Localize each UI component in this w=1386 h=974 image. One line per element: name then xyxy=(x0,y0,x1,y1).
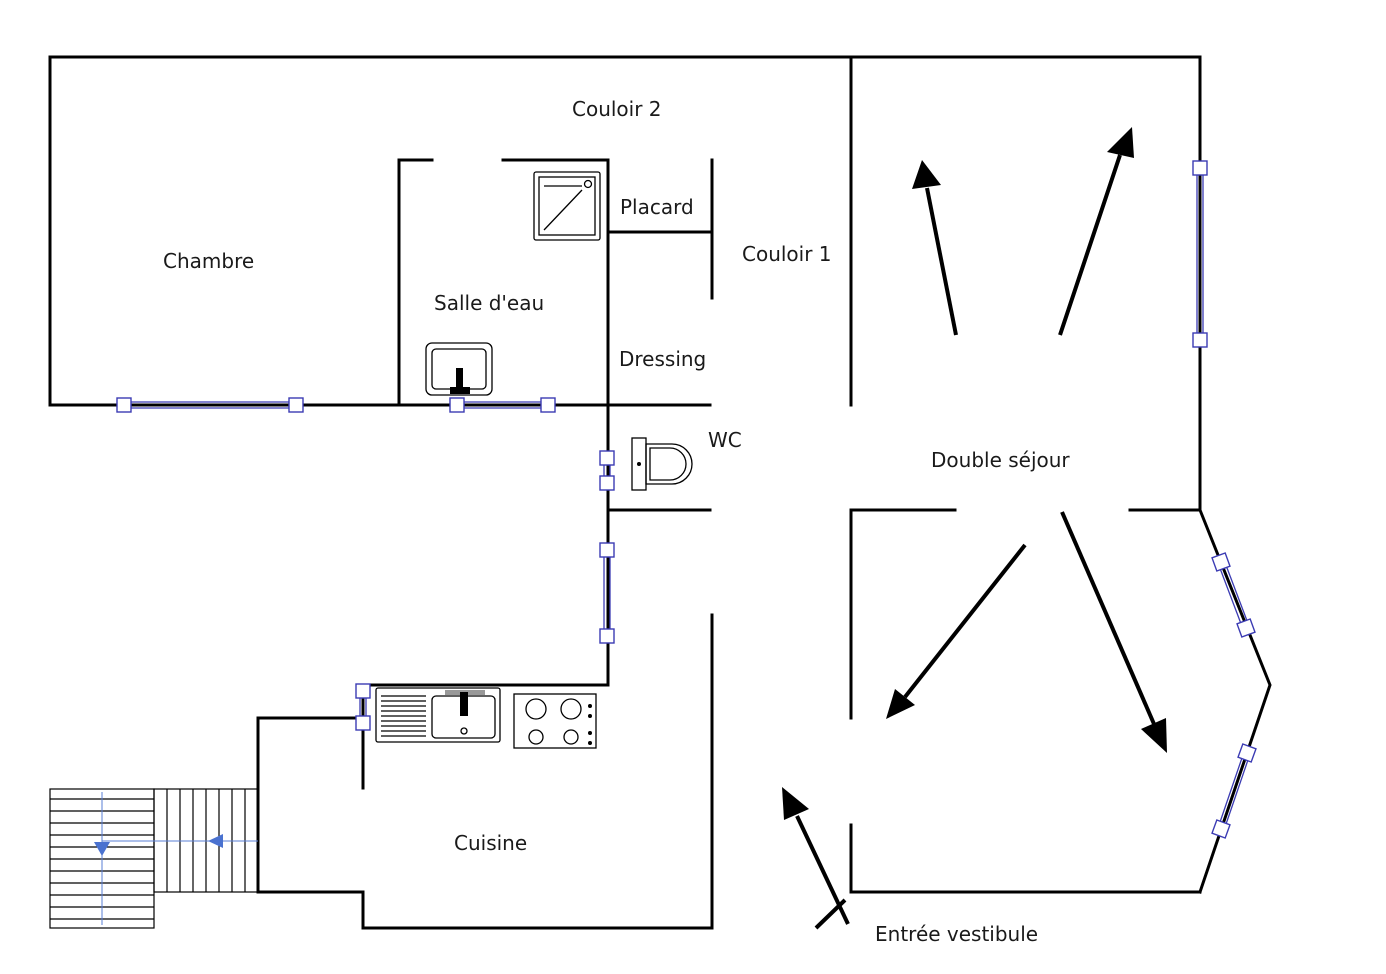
walls xyxy=(48,55,1272,930)
arrow-down-right-icon xyxy=(1060,511,1167,753)
room-labels: Couloir 2 Placard Chambre Couloir 1 Sall… xyxy=(163,97,1070,946)
staircase xyxy=(49,788,259,929)
window-sejour-angled-upper xyxy=(1211,552,1256,638)
window-chambre xyxy=(116,397,304,413)
label-double-sejour: Double séjour xyxy=(931,448,1070,472)
shower-icon xyxy=(533,171,601,241)
window-sejour-right xyxy=(1192,160,1208,348)
label-salle-deau: Salle d'eau xyxy=(434,291,544,315)
label-cuisine: Cuisine xyxy=(454,831,527,855)
label-entree-vestibule: Entrée vestibule xyxy=(875,922,1038,946)
sink-icon xyxy=(425,342,493,396)
arrow-up-right-icon xyxy=(1058,127,1134,336)
label-chambre: Chambre xyxy=(163,249,254,273)
kitchen-sink-icon xyxy=(375,687,501,743)
circulation-arrows xyxy=(782,127,1167,930)
arrow-up-left-icon xyxy=(912,160,958,336)
window-couloir xyxy=(599,542,615,644)
windows xyxy=(116,160,1257,839)
label-wc: WC xyxy=(708,428,742,452)
toilet-icon xyxy=(631,437,693,491)
window-wc xyxy=(599,450,615,491)
window-cuisine xyxy=(355,683,371,731)
arrow-down-left-icon xyxy=(886,543,1027,719)
label-couloir-1: Couloir 1 xyxy=(742,242,832,266)
label-couloir-2: Couloir 2 xyxy=(572,97,662,121)
stair-arrow-left-icon xyxy=(208,834,223,848)
window-salle-deau xyxy=(449,397,556,413)
label-dressing: Dressing xyxy=(619,347,706,371)
stove-icon xyxy=(513,693,597,749)
label-placard: Placard xyxy=(620,195,694,219)
stair-arrow-down-icon xyxy=(94,842,110,856)
arrow-entry-icon xyxy=(782,787,850,930)
window-sejour-angled-lower xyxy=(1211,743,1257,839)
